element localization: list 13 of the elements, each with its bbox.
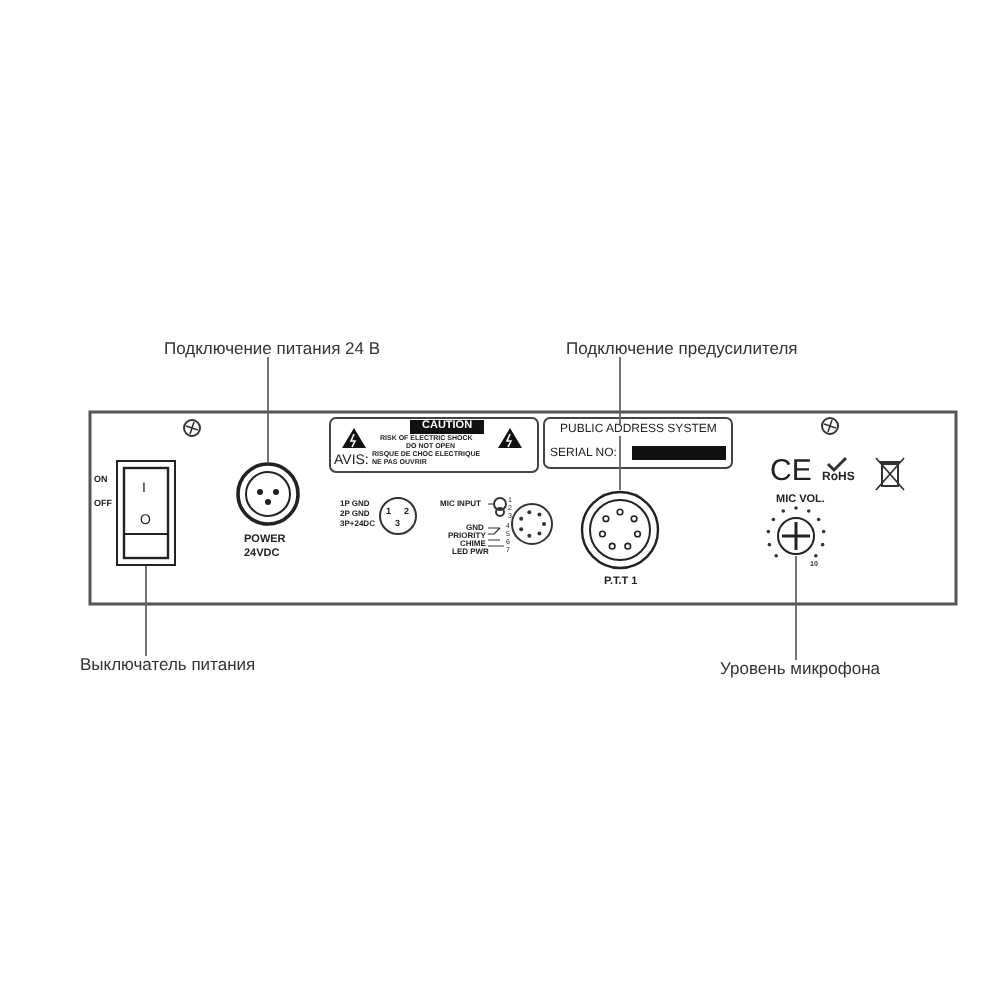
callout-label: Уровень микрофона bbox=[720, 660, 881, 677]
callout-label: Выключатель питания bbox=[80, 656, 256, 673]
leader-line bbox=[267, 356, 269, 463]
rocker-switch bbox=[116, 460, 176, 566]
leader-line bbox=[795, 555, 797, 661]
callout-label: Подключение предусилителя bbox=[566, 340, 798, 357]
power-connector bbox=[236, 462, 300, 526]
leader-line bbox=[145, 565, 147, 657]
ptt-din-connector bbox=[580, 490, 660, 570]
volume-knob bbox=[776, 516, 816, 556]
certification-mark: CE bbox=[770, 456, 812, 486]
callout-label: Подключение питания 24 В bbox=[164, 340, 381, 357]
leader-line bbox=[619, 356, 621, 491]
